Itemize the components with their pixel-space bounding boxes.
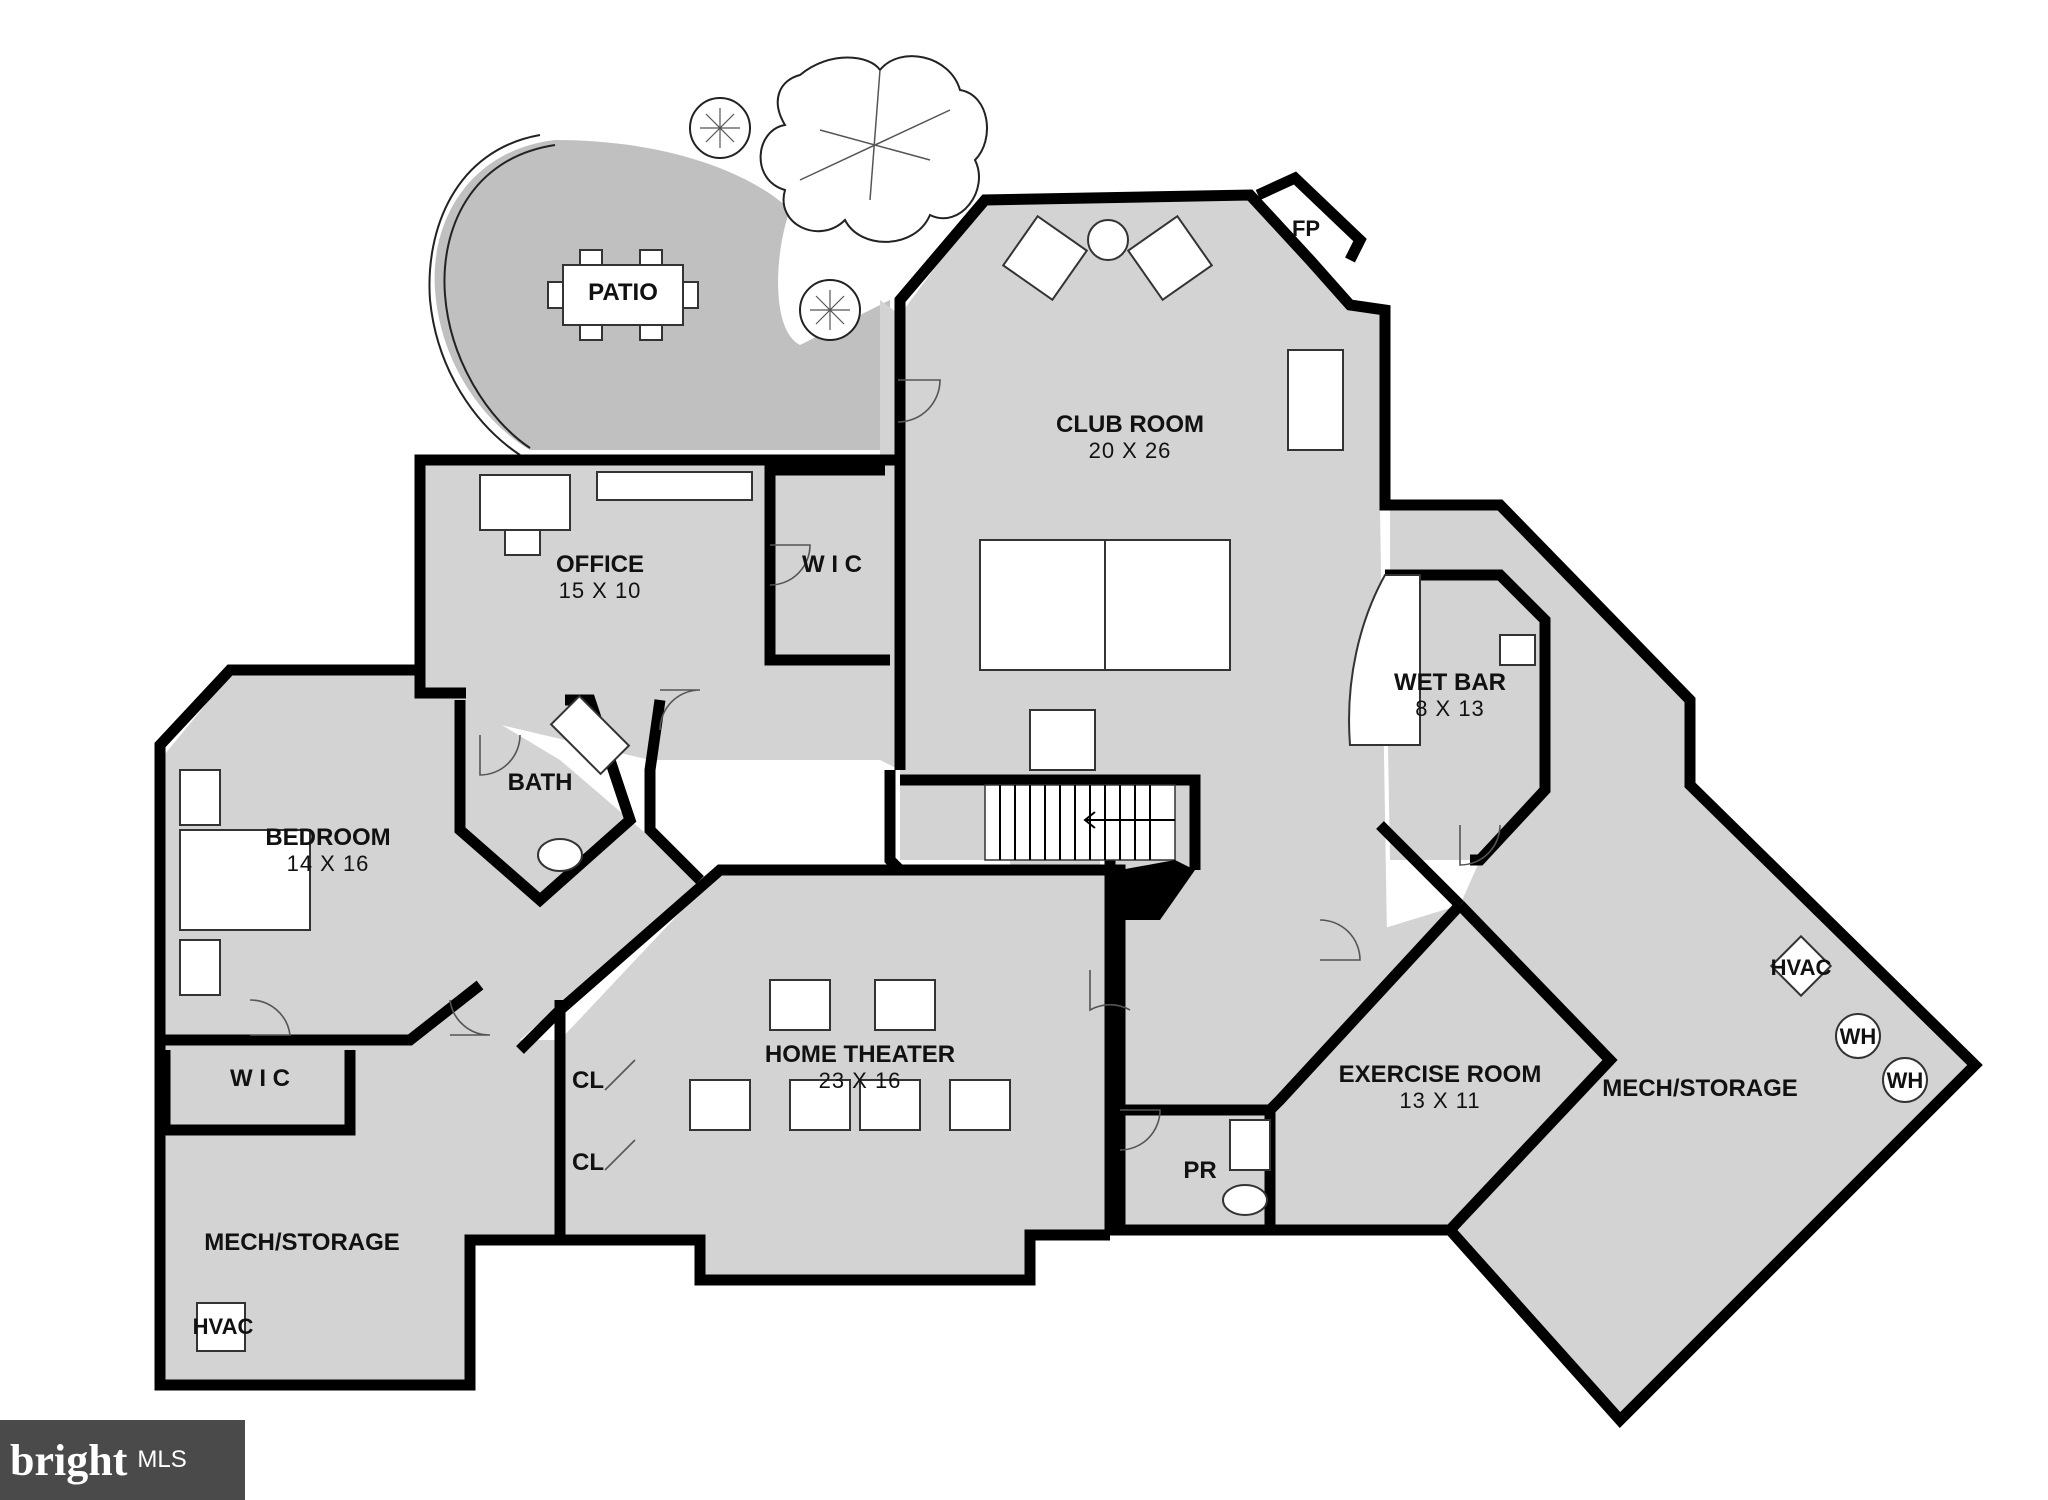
- club-room-label: CLUB ROOM: [1056, 411, 1204, 438]
- watermark-brand: bright: [10, 1435, 128, 1485]
- bath-label: BATH: [508, 769, 573, 796]
- bedroom-label: BEDROOM: [265, 824, 390, 851]
- hvac-left-label: HVAC: [193, 1314, 254, 1339]
- exercise-room-size: 13 X 11: [1399, 1088, 1480, 1113]
- closet-label-2: CL: [572, 1149, 604, 1176]
- hvac-right: HVAC: [1769, 934, 1833, 998]
- fireplace-label: FP: [1292, 216, 1320, 241]
- closet-label-1: CL: [572, 1067, 604, 1094]
- bath-fixtures: [537, 694, 631, 872]
- office-furniture: [479, 471, 753, 556]
- exercise-room-label: EXERCISE ROOM: [1339, 1061, 1542, 1088]
- shrub-icon: [799, 279, 861, 341]
- tree-icon: [759, 55, 988, 243]
- office-label: OFFICE: [556, 551, 644, 578]
- pr-fixtures: [1222, 1119, 1271, 1216]
- club-room-size: 20 X 26: [1089, 438, 1172, 463]
- bedroom-wic-label: W I C: [230, 1065, 290, 1092]
- patio-area: PATIO: [428, 134, 890, 456]
- water-heater-1: WH: [1835, 1013, 1881, 1059]
- office-wic-label: W I C: [802, 551, 862, 578]
- hvac-left: HVAC: [193, 1302, 254, 1352]
- club-room-furniture: [979, 214, 1344, 771]
- home-theater-size: 23 X 16: [819, 1068, 902, 1093]
- watermark-suffix: MLS: [137, 1446, 187, 1473]
- staircase: [984, 784, 1195, 920]
- door-swings: [249, 379, 1501, 1171]
- patio-label: PATIO: [588, 279, 658, 306]
- wet-bar-size: 8 X 13: [1415, 696, 1485, 721]
- water-heater-1-label: WH: [1840, 1024, 1877, 1049]
- shrub-icon: [689, 97, 751, 159]
- home-theater-label: HOME THEATER: [765, 1041, 955, 1068]
- exterior-walls: [154, 171, 1983, 1429]
- bedroom-furniture: [179, 769, 311, 996]
- wet-bar-counter: [1348, 574, 1536, 746]
- water-heater-2-label: WH: [1887, 1068, 1924, 1093]
- office-size: 15 X 10: [559, 578, 642, 603]
- wet-bar-label: WET BAR: [1394, 669, 1506, 696]
- theater-seats: [689, 979, 1011, 1131]
- bedroom-size: 14 X 16: [287, 851, 370, 876]
- patio-table: [547, 249, 699, 341]
- powder-room-label: PR: [1183, 1157, 1216, 1184]
- mech-storage-left-label: MECH/STORAGE: [204, 1229, 400, 1256]
- mech-storage-right-label: MECH/STORAGE: [1602, 1075, 1798, 1102]
- bright-mls-watermark: bright MLS: [0, 1420, 245, 1500]
- hvac-right-label: HVAC: [1771, 955, 1832, 980]
- water-heater-2: WH: [1882, 1057, 1928, 1103]
